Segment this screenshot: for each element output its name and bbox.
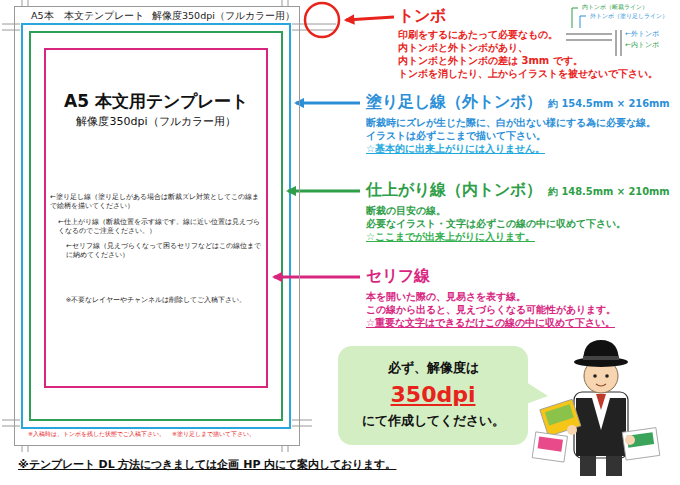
- callout-text: 必要なイラスト・文字は必ずこの線の中に収めて下さい。: [366, 218, 626, 231]
- bubble-tail: [526, 382, 548, 404]
- bubble-emphasis: 350dpi: [344, 381, 522, 410]
- trim-line: [30, 32, 282, 420]
- crop-marks: [2, 0, 336, 452]
- callout-text: 本を開いた際の、見易さを表す線。: [366, 291, 526, 304]
- callout-text: ☆基本的に出来上がりには入りません。: [366, 143, 545, 156]
- callout-text: 断裁時にズレが生じた際に、白が出ない様にする為に必要な線。: [366, 117, 656, 130]
- callout-heading: 仕上がり線（内トンボ）: [366, 180, 542, 200]
- sheet-header: A5本 本文テンプレート: [31, 10, 144, 22]
- footnote: ※テンプレート DL 方法につきましては企画 HP 内にて案内しております。: [18, 458, 396, 472]
- serif-line-frame: A5 本文用テンプレート解像度350dpi（フルカラー用） ←塗り足し線（塗り足し…: [44, 48, 268, 388]
- sheet-note: ※塗り足しまで描いて下さい。: [172, 430, 255, 438]
- callout-text: この線から出ると、見えづらくなる可能性があります。: [366, 304, 616, 317]
- callout-text: ☆重要な文字はできるだけこの線の中に収めて下さい。: [366, 317, 615, 330]
- inset-label: ←内トンボ: [625, 41, 659, 50]
- sheet-header: 解像度350dpi（フルカラー用）: [152, 10, 295, 22]
- dimension: 約 148.5mm × 210mm: [548, 186, 670, 198]
- callout-heading: トンボ: [398, 6, 446, 26]
- leader-arrow: [346, 17, 394, 20]
- template-title: A5 本文用テンプレート: [50, 90, 262, 112]
- dimension: 約 154.5mm × 216mm: [548, 98, 670, 110]
- leader-arrow: [296, 102, 360, 105]
- callout-text: 内トンボと外トンボの差は 3mm です。: [398, 55, 583, 68]
- guide-note: ←塗り足し線（塗り足しがある場合は断裁ズレ対策としてこの線まで絵柄を描いてくださ…: [50, 193, 262, 211]
- callout-text: 断裁の目安の線。: [366, 205, 446, 218]
- bubble-text: 必ず、解像度は: [344, 360, 522, 377]
- character-illustration: [532, 340, 660, 476]
- guide-note: ※不要なレイヤーやチャンネルは削除してご入稿下さい。: [50, 296, 262, 304]
- sheet-note: ※入稿時は、トンボを残した状態でご入稿下さい。: [28, 430, 165, 438]
- guide-note: ←セリフ線（見えづらくなって困るセリフなどはこの線位までに納めてください）: [50, 242, 262, 260]
- leader-arrow: [288, 190, 360, 193]
- inset-label: 外トンボ（塗り足しライン）: [590, 12, 668, 20]
- callout-text: 印刷をするにあたって必要なもの。: [398, 29, 558, 42]
- guide-note: ←仕上がり線（断裁位置を示す線です。線に近い位置は見えづらくなるのでご注意くださ…: [50, 218, 262, 236]
- callout-text: ☆ここまでが出来上がりに入ります。: [366, 231, 535, 244]
- inset-label: ←外トンボ: [625, 30, 659, 39]
- template-sheet: A5本 本文テンプレート解像度350dpi（フルカラー用）※入稿時は、トンボを残…: [14, 6, 300, 446]
- speech-bubble: 必ず、解像度は 350dpi にて作成してください。: [338, 346, 528, 445]
- bubble-text: にて作成してください。: [344, 413, 522, 430]
- highlight-circle: [305, 3, 339, 37]
- bleed-line: [22, 24, 290, 428]
- callout-heading: 塗り足し線（外トンボ）: [366, 92, 542, 112]
- leader-arrow: [274, 276, 360, 279]
- callout-text: イラストは必ずここまで描いて下さい。: [366, 130, 546, 143]
- callout-text: 内トンボと外トンボがあり、: [398, 42, 528, 55]
- callout-heading: セリフ線: [366, 266, 430, 286]
- callout-text: トンボを消したり、上からイラストを被せないで下さい。: [398, 68, 658, 81]
- template-subtitle: 解像度350dpi（フルカラー用）: [50, 115, 262, 129]
- inset-label: 内トンボ（断裁ライン）: [582, 3, 648, 11]
